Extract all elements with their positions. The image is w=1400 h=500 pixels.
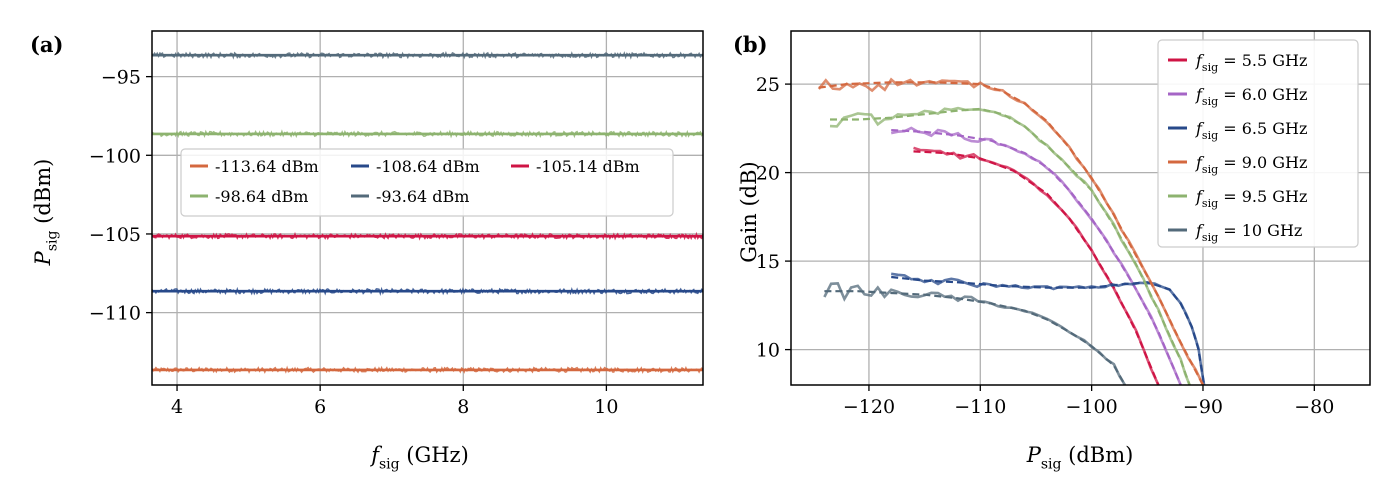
series-fit-line [891, 275, 1206, 385]
legend-label: fsig = 5.5 GHz [1195, 51, 1307, 74]
x-tick-label: 4 [171, 396, 183, 418]
legend-b: fsig = 5.5 GHz fsig = 6.0 GHz fsig = 6.5 G… [1157, 39, 1359, 248]
series-fit-line [830, 107, 1191, 385]
legend-a: -113.64 dBm -108.64 dBm -105.14 dBm -98.64 … [180, 148, 674, 217]
legend-label: -98.64 dBm [215, 187, 308, 206]
series-b-2 [891, 272, 1206, 385]
series-a-4 [151, 51, 704, 60]
panel-a: 4 6 8 10 −95 −100 −105 −110 (a) fsig (GHz) Psig (d… [30, 30, 704, 472]
panel-label-b: (b) [733, 32, 768, 57]
series-measured-line [829, 106, 1191, 385]
x-tick-label: −110 [954, 396, 1006, 418]
legend-box [1157, 39, 1359, 248]
x-tick-label: −120 [843, 396, 895, 418]
series-b-1 [890, 126, 1182, 385]
series-fit-line [891, 129, 1182, 385]
x-tick-label: −100 [1066, 396, 1118, 418]
panel-b: −120 −110 −100 −90 −80 10 15 20 25 (b) Psig (dBm) G… [733, 30, 1371, 472]
series-fit-line [818, 81, 1204, 385]
x-tick-label: −90 [1183, 396, 1223, 418]
legend-label: fsig = 9.0 GHz [1195, 153, 1307, 176]
y-tick-label: 15 [756, 251, 780, 273]
legend-label: -113.64 dBm [215, 157, 319, 176]
y-tick-label: −100 [89, 145, 141, 167]
series-b-5 [823, 282, 1127, 385]
series-group-b [817, 77, 1206, 385]
series-fit-line [824, 290, 1126, 385]
x-axis-label: fsig (GHz) [369, 443, 469, 472]
x-tick-label: 6 [314, 396, 326, 418]
series-b-4 [829, 106, 1191, 385]
y-tick-label: 25 [756, 74, 780, 96]
panel-label-a: (a) [30, 32, 63, 57]
legend-label: -93.64 dBm [376, 187, 469, 206]
series-a-0 [151, 365, 704, 374]
legend-label: fsig = 10 GHz [1195, 221, 1302, 244]
series-a-3 [151, 129, 704, 139]
legend-label: -105.14 dBm [536, 157, 640, 176]
y-tick-label: 10 [756, 340, 780, 362]
series-b-3 [817, 77, 1205, 385]
series-a-1 [151, 286, 704, 296]
series-b-0 [913, 146, 1160, 385]
plot-frame [151, 30, 704, 386]
y-tick-label: −95 [101, 67, 141, 89]
y-axis-label: Gain (dB) [737, 161, 761, 262]
legend-box [180, 148, 674, 217]
legend-label: -108.64 dBm [376, 157, 480, 176]
series-a-2 [151, 231, 704, 241]
y-tick-label: 20 [756, 163, 780, 185]
y-tick-label: −105 [89, 224, 141, 246]
x-tick-label: 10 [594, 396, 618, 418]
plot-frame [790, 30, 1371, 386]
x-tick-label: 8 [457, 396, 469, 418]
series-measured-line [817, 77, 1205, 385]
legend-label: fsig = 9.5 GHz [1195, 187, 1307, 210]
legend-label: fsig = 6.5 GHz [1195, 119, 1307, 142]
x-tick-label: −80 [1294, 396, 1334, 418]
series-fit-line [913, 150, 1160, 385]
y-axis-label: Psig (dBm) [31, 159, 60, 267]
x-axis-label: Psig (dBm) [1026, 443, 1134, 472]
legend-label: fsig = 6.0 GHz [1195, 85, 1307, 108]
y-tick-label: −110 [89, 303, 141, 325]
